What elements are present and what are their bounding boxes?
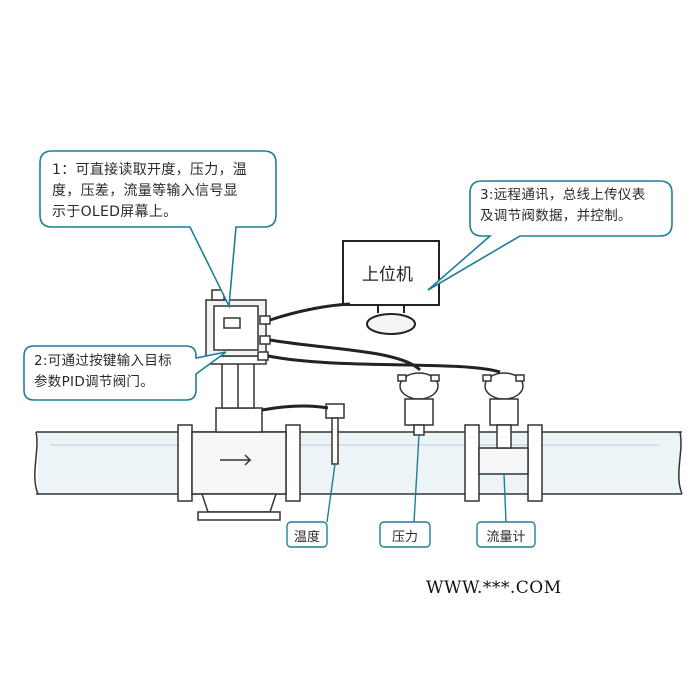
host-computer bbox=[342, 240, 440, 335]
oled-screen bbox=[223, 317, 241, 329]
callout-1-line-1: 1：可直接读取开度，压力，温 bbox=[52, 162, 248, 178]
callout-3-line-1: 3:远程通讯，总线上传仪表 bbox=[480, 187, 646, 203]
valve-actuator bbox=[205, 289, 271, 409]
callout-2-line-2: 参数PID调节阀门。 bbox=[34, 374, 155, 390]
callout-3-line-2: 及调节阀数据，并控制。 bbox=[480, 208, 632, 224]
flowmeter bbox=[464, 372, 543, 502]
tag-temperature bbox=[286, 463, 336, 548]
temperature-sensor bbox=[325, 403, 345, 465]
callout-1-line-3: 示于OLED屏幕上。 bbox=[52, 204, 178, 220]
pipe bbox=[34, 431, 683, 495]
callout-2-line-1: 2:可通过按键输入目标 bbox=[34, 353, 172, 369]
callout-3-text: 3:远程通讯，总线上传仪表 及调节阀数据，并控制。 bbox=[480, 185, 646, 227]
callout-3-bubble bbox=[427, 180, 673, 291]
tag-pressure bbox=[379, 434, 431, 548]
signal-cables bbox=[261, 302, 501, 412]
tag-temperature-label: 温度 bbox=[293, 530, 320, 545]
callout-1-line-2: 度，压差，流量等输入信号显 bbox=[52, 183, 238, 199]
callout-2-text: 2:可通过按键输入目标 参数PID调节阀门。 bbox=[34, 351, 172, 393]
host-computer-label: 上位机 bbox=[362, 265, 413, 285]
control-valve-body bbox=[177, 407, 301, 521]
tag-pressure-label: 压力 bbox=[391, 530, 418, 545]
tag-flowmeter bbox=[476, 473, 536, 548]
callout-1-bubble bbox=[39, 150, 277, 309]
pressure-transmitter bbox=[397, 372, 440, 436]
callout-1-text: 1：可直接读取开度，压力，温 度，压差，流量等输入信号显 示于OLED屏幕上。 bbox=[52, 160, 247, 223]
watermark-text: WWW.***.COM bbox=[426, 578, 562, 598]
tag-flowmeter-label: 流量计 bbox=[486, 530, 526, 545]
callout-2-bubble bbox=[23, 345, 227, 401]
